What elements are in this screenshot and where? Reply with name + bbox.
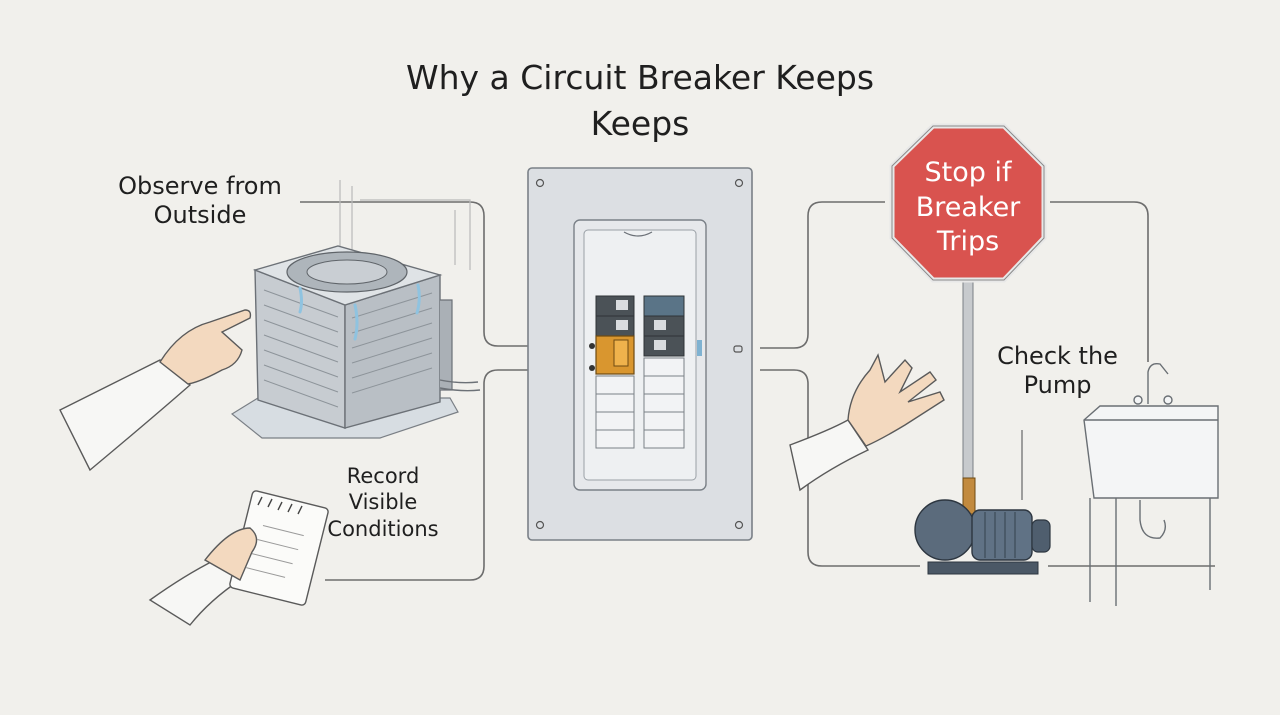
water-pump-icon <box>914 430 1051 575</box>
pointing-hand-icon <box>59 309 252 472</box>
label-record-visible-conditions: Record Visible Conditions <box>327 464 439 541</box>
label-observe-from-outside: Observe from Outside <box>118 172 282 229</box>
connector-stop <box>760 201 885 349</box>
connector-observe <box>300 201 592 347</box>
breaker-panel-icon <box>527 167 753 541</box>
ac-unit-icon <box>230 180 481 439</box>
stop-sign-icon <box>889 123 1047 491</box>
open-hand-icon <box>789 353 945 492</box>
stop-sign-label: Stop if Breaker Trips <box>915 157 1021 258</box>
diagram-title-line-2: Keeps <box>590 104 690 143</box>
diagram-title-line-1: Why a Circuit Breaker Keeps <box>405 58 875 97</box>
utility-sink-icon <box>1083 362 1219 606</box>
connector-stop-right <box>1050 201 1149 362</box>
notepad-icon <box>148 490 329 626</box>
connector-record <box>325 369 592 581</box>
label-check-the-pump: Check the Pump <box>997 342 1118 399</box>
